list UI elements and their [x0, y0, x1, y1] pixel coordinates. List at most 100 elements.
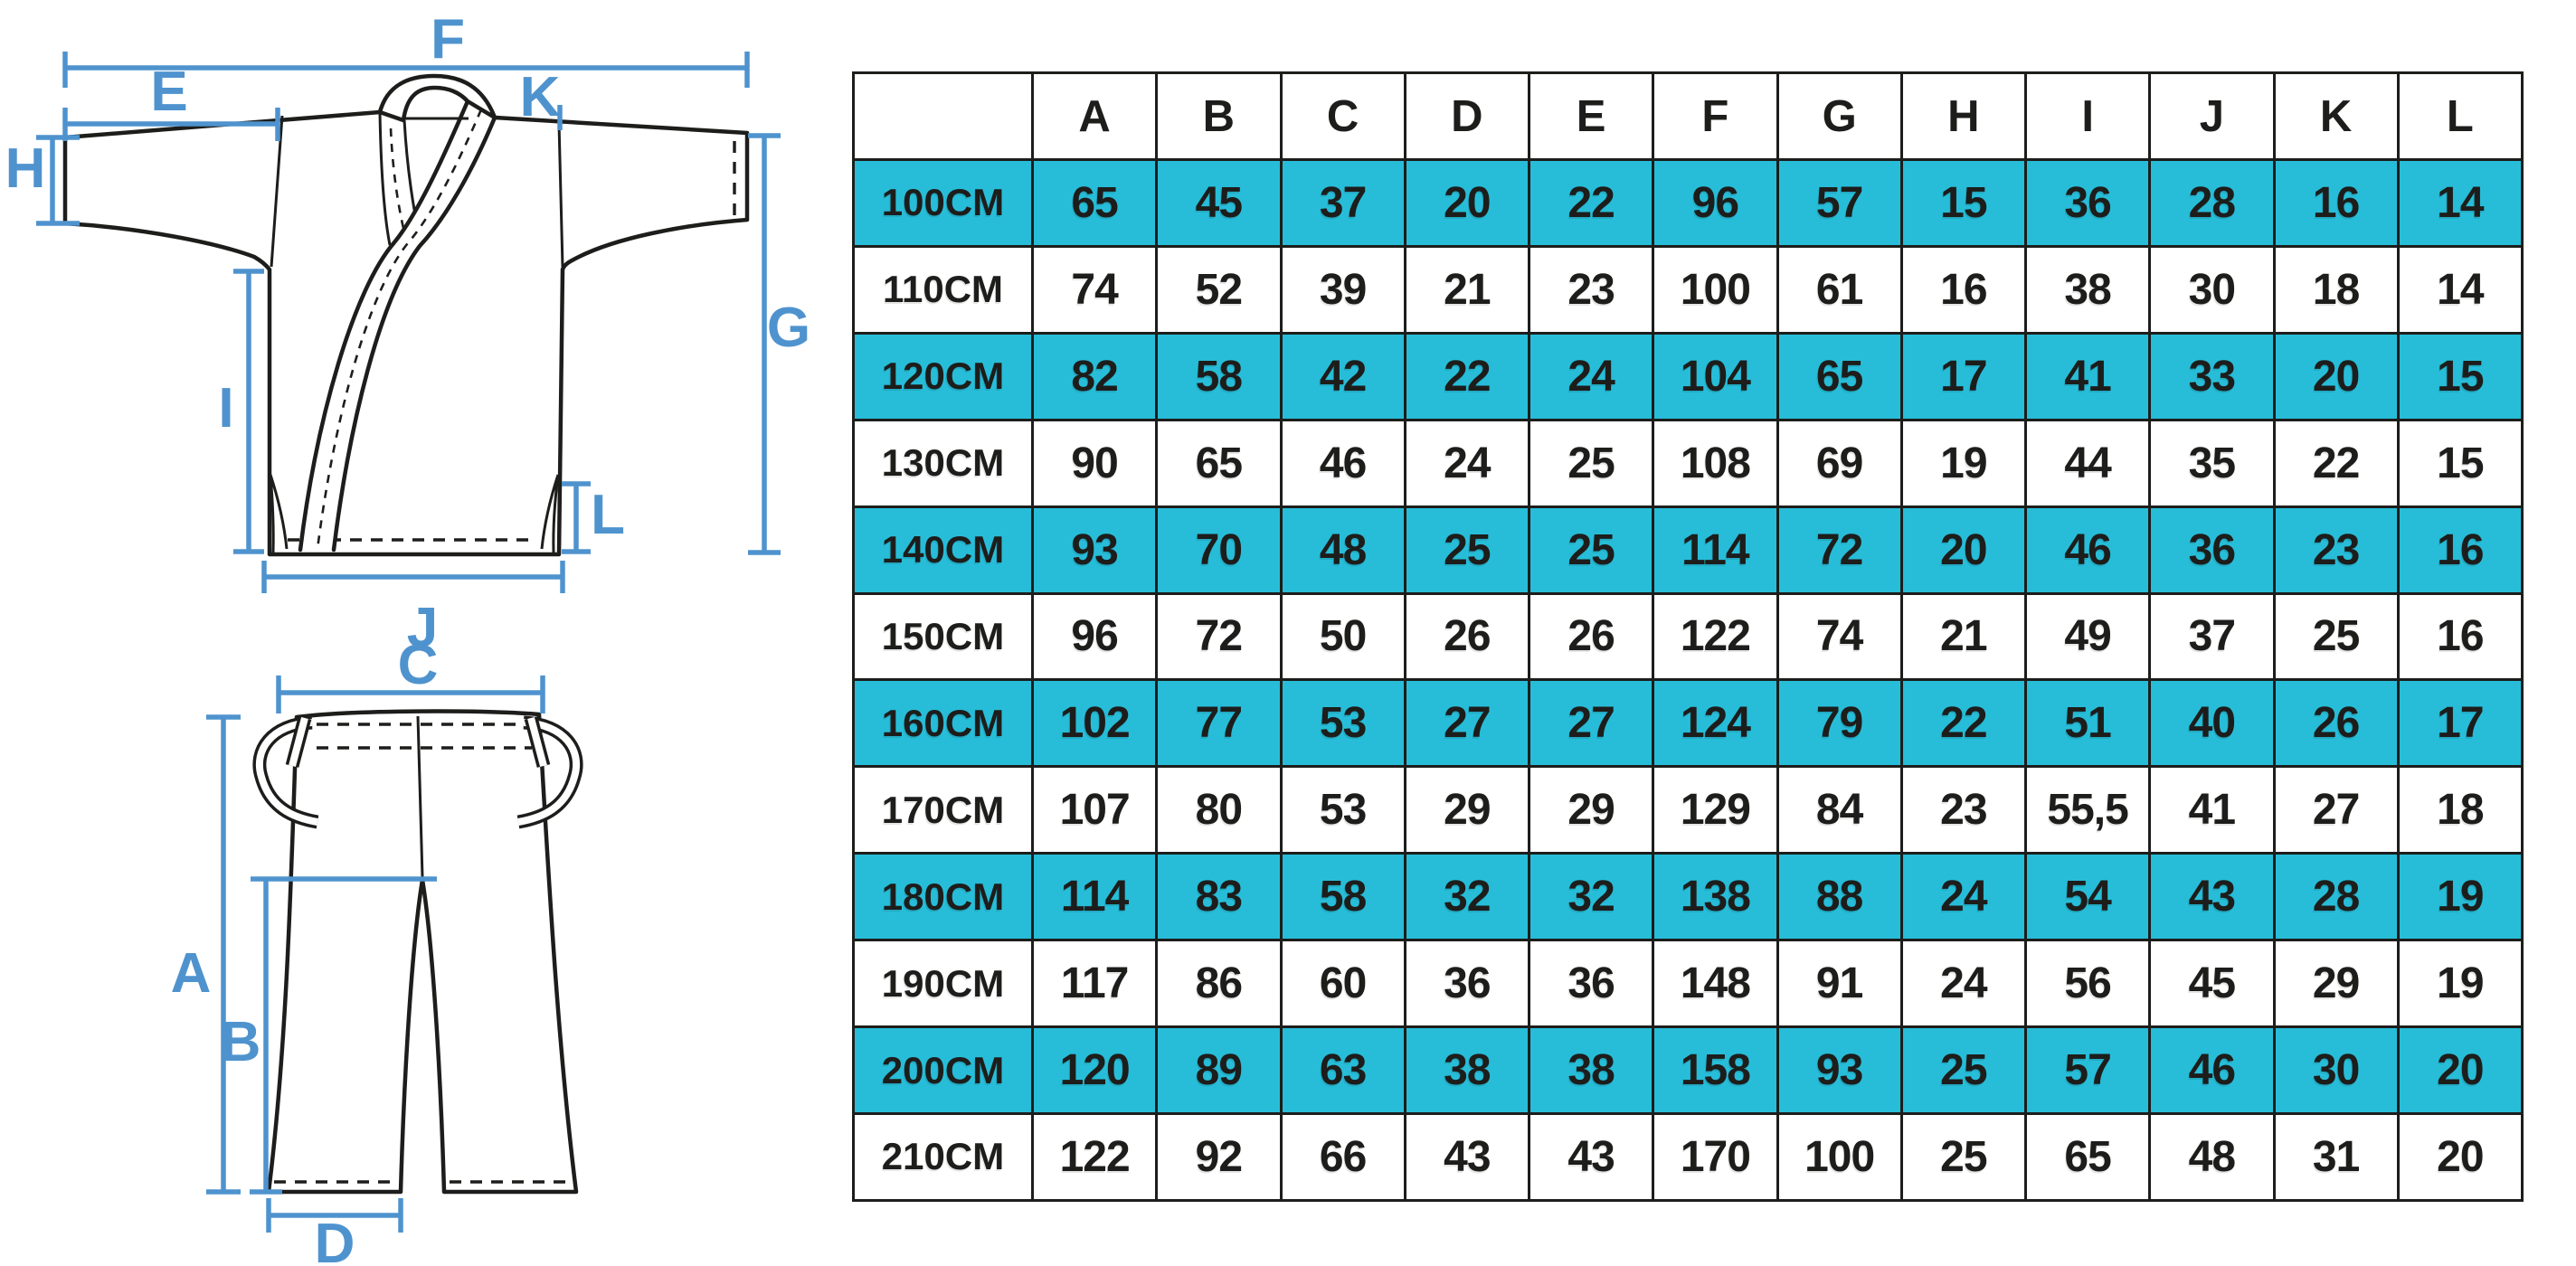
collar-band — [377, 73, 497, 123]
value-cell: 26 — [1403, 591, 1531, 682]
dim-label-j: J — [407, 597, 438, 659]
value-cell: 24 — [1403, 418, 1531, 508]
value-cell: 120 — [1030, 1025, 1159, 1115]
value-cell: 100 — [1776, 1111, 1903, 1203]
value-cell: 57 — [2023, 1025, 2152, 1115]
value-cell: 72 — [1776, 505, 1903, 595]
value-cell: 158 — [1652, 1025, 1779, 1115]
dim-label-h: H — [5, 137, 46, 200]
column-header-g: G — [1776, 71, 1903, 161]
value-cell: 23 — [1527, 244, 1655, 335]
value-cell: 42 — [1279, 331, 1406, 421]
value-cell: 114 — [1652, 505, 1779, 595]
value-cell: 74 — [1030, 244, 1159, 335]
value-cell: 58 — [1155, 331, 1283, 421]
value-cell: 86 — [1155, 939, 1283, 1029]
value-cell: 79 — [1776, 678, 1903, 769]
dim-label-f: F — [431, 8, 465, 71]
value-cell: 108 — [1652, 418, 1779, 508]
value-cell: 52 — [1155, 244, 1283, 335]
value-cell: 55,5 — [2023, 765, 2152, 855]
value-cell: 57 — [1776, 158, 1903, 248]
value-cell: 25 — [2272, 591, 2400, 682]
value-cell: 28 — [2272, 852, 2400, 942]
dim-label-l: L — [591, 484, 625, 546]
value-cell: 25 — [1899, 1025, 2028, 1115]
value-cell: 22 — [2272, 418, 2400, 508]
jacket-right-seam — [557, 122, 564, 268]
pants-outline — [266, 709, 579, 1195]
value-cell: 148 — [1652, 939, 1779, 1029]
value-cell: 20 — [1403, 158, 1531, 248]
value-cell: 96 — [1652, 158, 1779, 248]
value-cell: 28 — [2148, 158, 2276, 248]
column-header-a: A — [1030, 71, 1159, 161]
value-cell: 107 — [1030, 765, 1159, 855]
size-cell: 180CM — [852, 852, 1034, 942]
value-cell: 15 — [1899, 158, 2028, 248]
value-cell: 77 — [1155, 678, 1283, 769]
value-cell: 29 — [1527, 765, 1655, 855]
corner-cell — [852, 71, 1034, 161]
value-cell: 24 — [1899, 852, 2028, 942]
value-cell: 36 — [1527, 939, 1655, 1029]
size-cell: 100CM — [852, 158, 1034, 248]
value-cell: 25 — [1403, 505, 1531, 595]
value-cell: 124 — [1652, 678, 1779, 769]
value-cell: 88 — [1776, 852, 1903, 942]
value-cell: 20 — [2396, 1111, 2524, 1203]
value-cell: 20 — [1899, 505, 2028, 595]
dim-label-a: A — [171, 942, 212, 1005]
value-cell: 45 — [1155, 158, 1283, 248]
value-cell: 19 — [2396, 852, 2524, 942]
value-cell: 49 — [2023, 591, 2152, 682]
value-cell: 104 — [1652, 331, 1779, 421]
value-cell: 32 — [1527, 852, 1655, 942]
value-cell: 26 — [2272, 678, 2400, 769]
value-cell: 15 — [2396, 331, 2524, 421]
value-cell: 27 — [1527, 678, 1655, 769]
value-cell: 38 — [1403, 1025, 1531, 1115]
value-cell: 26 — [1527, 591, 1655, 682]
value-cell: 66 — [1279, 1111, 1406, 1203]
value-cell: 22 — [1527, 158, 1655, 248]
lapel-top-band — [298, 99, 497, 553]
column-header-j: J — [2148, 71, 2276, 161]
value-cell: 53 — [1279, 765, 1406, 855]
dim-label-g: G — [767, 297, 810, 359]
value-cell: 14 — [2396, 158, 2524, 248]
value-cell: 65 — [1155, 418, 1283, 508]
value-cell: 74 — [1776, 591, 1903, 682]
value-cell: 36 — [2148, 505, 2276, 595]
column-header-d: D — [1403, 71, 1531, 161]
value-cell: 53 — [1279, 678, 1406, 769]
size-cell: 140CM — [852, 505, 1034, 595]
value-cell: 18 — [2272, 244, 2400, 335]
value-cell: 60 — [1279, 939, 1406, 1029]
dim-label-k: K — [520, 66, 561, 128]
value-cell: 93 — [1776, 1025, 1903, 1115]
value-cell: 72 — [1155, 591, 1283, 682]
measurement-diagram: F E H K G I L J — [5, 8, 811, 1266]
value-cell: 65 — [2023, 1111, 2152, 1203]
value-cell: 20 — [2272, 331, 2400, 421]
jacket-dimensions: F E H K G I L J — [5, 8, 811, 659]
value-cell: 69 — [1776, 418, 1903, 508]
dim-label-c: C — [398, 634, 439, 696]
value-cell: 129 — [1652, 765, 1779, 855]
value-cell: 14 — [2396, 244, 2524, 335]
value-cell: 30 — [2148, 244, 2276, 335]
value-cell: 30 — [2272, 1025, 2400, 1115]
value-cell: 25 — [1527, 505, 1655, 595]
value-cell: 41 — [2148, 765, 2276, 855]
value-cell: 80 — [1155, 765, 1283, 855]
value-cell: 17 — [2396, 678, 2524, 769]
